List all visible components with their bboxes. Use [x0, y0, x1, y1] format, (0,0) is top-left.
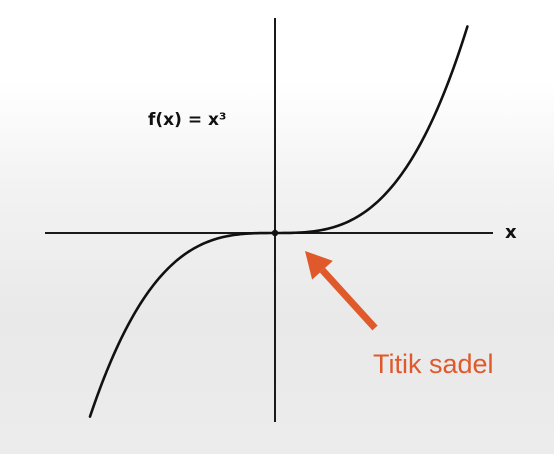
- saddle-point-arrow: [305, 251, 378, 331]
- x-axis-label: x: [505, 222, 517, 243]
- saddle-point-arrow-head: [305, 251, 333, 280]
- saddle-point-annotation-label: Titik sadel: [373, 349, 494, 379]
- function-label: f(x) = x³: [148, 110, 226, 130]
- saddle-point-arrow-shaft: [319, 267, 378, 331]
- series-curve-x-cubed: [88, 25, 469, 418]
- saddle-point-marker: [271, 229, 279, 237]
